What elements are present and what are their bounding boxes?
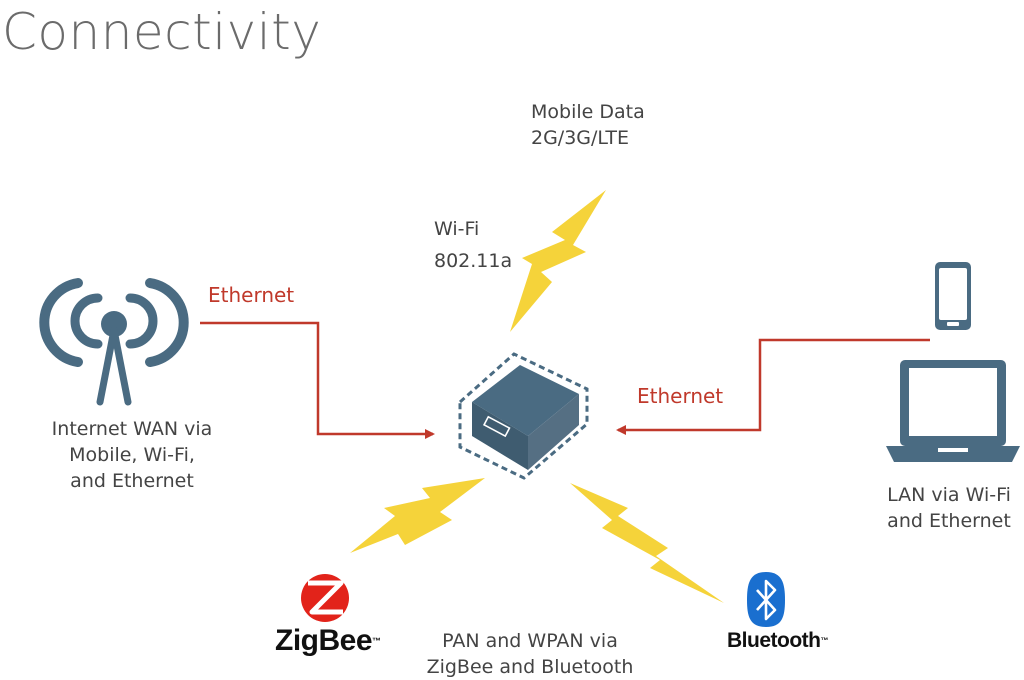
ethernet-left-label: Ethernet [208, 283, 295, 307]
bluetooth-trademark: ™ [820, 636, 828, 645]
ethernet-right-label: Ethernet [637, 384, 724, 408]
page-title: Connectivity [2, 3, 322, 61]
bluetooth-wordmark: Bluetooth™ [727, 628, 828, 654]
gateway-box-icon [458, 352, 589, 480]
ethernet-right-arrow [616, 338, 930, 435]
ethernet-left-arrow [200, 321, 435, 439]
zigbee-wordmark-text: ZigBee [275, 624, 373, 657]
lan-line1: LAN via Wi-Fi [887, 484, 1011, 506]
bluetooth-wordmark-text: Bluetooth [727, 629, 821, 652]
wifi-line1: Wi-Fi [434, 218, 480, 240]
pan-line1: PAN and WPAN via [442, 630, 618, 652]
laptop-icon [886, 360, 1020, 462]
wifi-line2: 802.11a [434, 250, 513, 272]
mobile-data-label: Mobile Data 2G/3G/LTE [531, 99, 645, 151]
lan-line2: and Ethernet [887, 510, 1011, 532]
antenna-icon [39, 278, 189, 406]
zigbee-logo-icon [301, 574, 349, 622]
wifi-label: Wi-Fi 802.11a [434, 216, 512, 274]
wan-label: Internet WAN via Mobile, Wi-Fi, and Ethe… [32, 416, 232, 494]
wan-line2: Mobile, Wi-Fi, [69, 444, 195, 466]
lan-label: LAN via Wi-Fi and Ethernet [874, 482, 1024, 534]
zigbee-trademark: ™ [372, 636, 381, 646]
pan-label: PAN and WPAN via ZigBee and Bluetooth [400, 628, 660, 680]
smartphone-icon [935, 262, 971, 330]
wan-line1: Internet WAN via [51, 418, 213, 440]
lightning-bolt-icon [350, 190, 724, 603]
zigbee-wordmark: ZigBee™ [275, 624, 381, 658]
wan-line3: and Ethernet [70, 470, 194, 492]
mobile-data-line1: Mobile Data [531, 101, 645, 123]
pan-line2: ZigBee and Bluetooth [426, 656, 634, 678]
mobile-data-line2: 2G/3G/LTE [531, 127, 630, 149]
bluetooth-logo-icon [747, 572, 785, 627]
